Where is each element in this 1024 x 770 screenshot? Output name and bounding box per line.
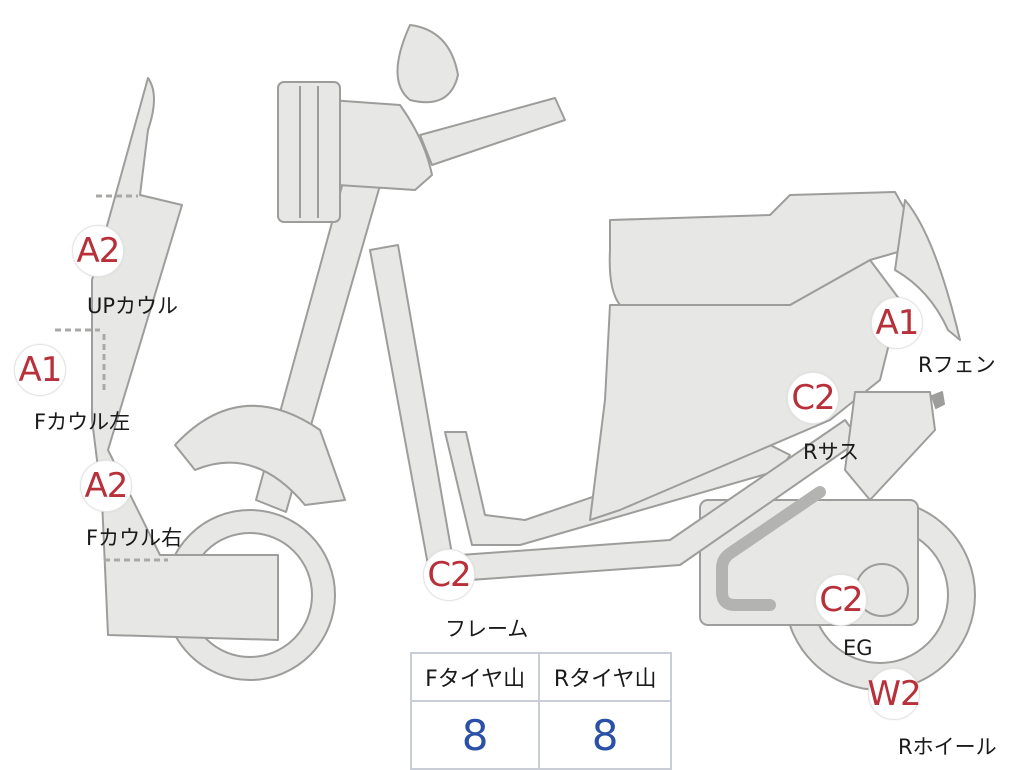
rear-tire-header: Rタイヤ山 <box>538 652 672 702</box>
rear-fender <box>894 199 961 341</box>
rear-suspension-grade-badge: C2 <box>787 372 839 424</box>
frame-label: フレーム <box>445 617 529 641</box>
upcowl-label: UPカウル <box>87 294 179 318</box>
front-tire-value: 8 <box>409 700 541 770</box>
headlight <box>277 81 341 223</box>
mirror <box>396 24 459 104</box>
rear-tire-value: 8 <box>538 700 672 770</box>
seat <box>608 191 906 306</box>
rear-fender-grade-badge: A1 <box>871 297 923 349</box>
upcowl-grade-badge: A2 <box>72 225 124 277</box>
rear-wheel-label: Rホイール <box>898 735 997 759</box>
front-fender <box>174 404 346 506</box>
handlebar <box>419 97 566 166</box>
front-cowl <box>91 77 279 641</box>
engine-label: EG <box>843 636 873 660</box>
rear-suspension-label: Rサス <box>803 440 860 464</box>
front-tire-header: Fタイヤ山 <box>409 652 541 702</box>
fcowl-right-grade-badge: A2 <box>80 460 132 512</box>
fcowl-left-label: Fカウル左 <box>34 410 131 434</box>
rear-fender-label: Rフェン <box>918 353 996 377</box>
handlebar-housing <box>329 99 433 191</box>
tire-tread-table: Fタイヤ山 Rタイヤ山 8 8 <box>409 652 672 770</box>
frame-grade-badge: C2 <box>423 549 475 601</box>
fcowl-left-grade-badge: A1 <box>14 344 66 396</box>
fcowl-right-label: Fカウル右 <box>86 526 183 550</box>
engine-grade-badge: C2 <box>815 574 867 626</box>
rear-wheel-grade-badge: W2 <box>867 668 922 720</box>
